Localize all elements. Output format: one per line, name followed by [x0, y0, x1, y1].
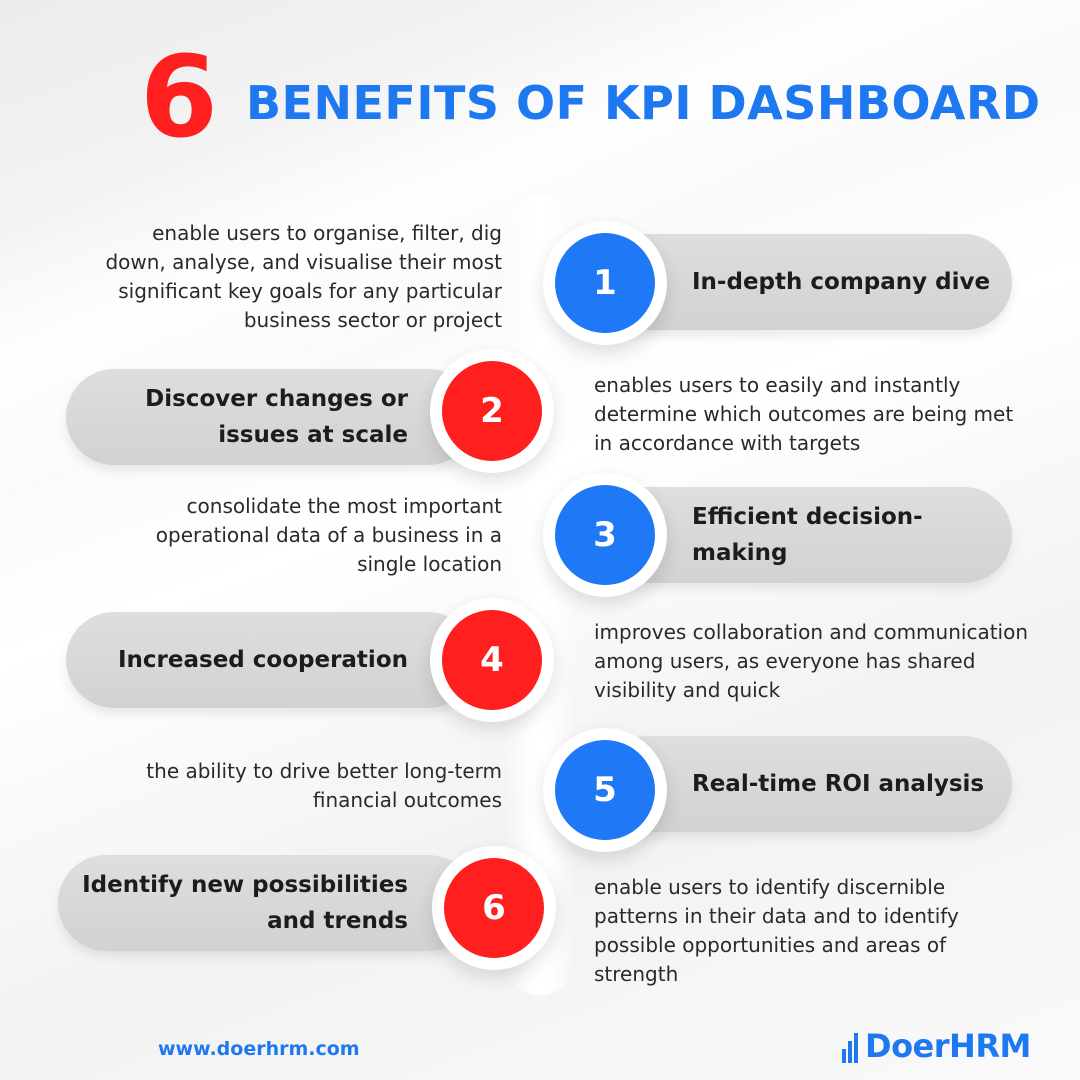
benefit-pill-3 [600, 487, 1012, 583]
benefit-number-2: 2 [442, 361, 542, 461]
benefit-number-5: 5 [555, 740, 655, 840]
benefit-number-4: 4 [442, 610, 542, 710]
benefit-description-5: the ability to drive better long-term fi… [146, 759, 502, 812]
benefit-description-1: enable users to organise, filter, dig do… [105, 221, 502, 332]
benefit-badge-2: 2 [430, 349, 554, 473]
benefit-label-5: Real-time ROI analysis [692, 771, 985, 797]
benefit-pill-5 [600, 736, 1012, 832]
logo-text: DoerHRM [865, 1027, 1031, 1065]
benefit-pill-1 [600, 234, 1012, 330]
benefit-number-6: 6 [444, 858, 544, 958]
benefit-label-4: Increased cooperation [117, 647, 408, 673]
brand-logo: DoerHRM [842, 1024, 1031, 1068]
benefit-badge-4: 4 [430, 598, 554, 722]
page-title: BENEFITS OF KPI DASHBOARD [246, 76, 1041, 130]
benefit-badge-1: 1 [543, 221, 667, 345]
benefit-pill-6 [58, 855, 476, 951]
benefit-pill-2 [66, 369, 476, 465]
benefit-pill-4 [66, 612, 476, 708]
benefit-label-6: Identify new possibilities and trends [82, 872, 408, 934]
benefit-number-3: 3 [555, 485, 655, 585]
benefit-label-3: Efficient decision-making [692, 504, 923, 566]
benefit-badge-5: 5 [543, 728, 667, 852]
benefit-label-1: In-depth company dive [692, 269, 991, 295]
website-link[interactable]: www.doerhrm.com [158, 1038, 360, 1060]
benefit-badge-6: 6 [432, 846, 556, 970]
title-number: 6 [140, 33, 218, 163]
bar-chart-logo-icon [842, 1033, 858, 1063]
benefit-label-2: Discover changes or issues at scale [145, 386, 408, 448]
benefit-description-4: improves collaboration and communication… [594, 620, 1029, 702]
benefit-description-6: enable users to identify discernible pat… [594, 875, 959, 986]
benefit-number-1: 1 [555, 233, 655, 333]
benefit-description-3: consolidate the most important operation… [155, 494, 502, 576]
benefit-badge-3: 3 [543, 473, 667, 597]
benefit-description-2: enables users to easily and instantly de… [594, 373, 1014, 455]
